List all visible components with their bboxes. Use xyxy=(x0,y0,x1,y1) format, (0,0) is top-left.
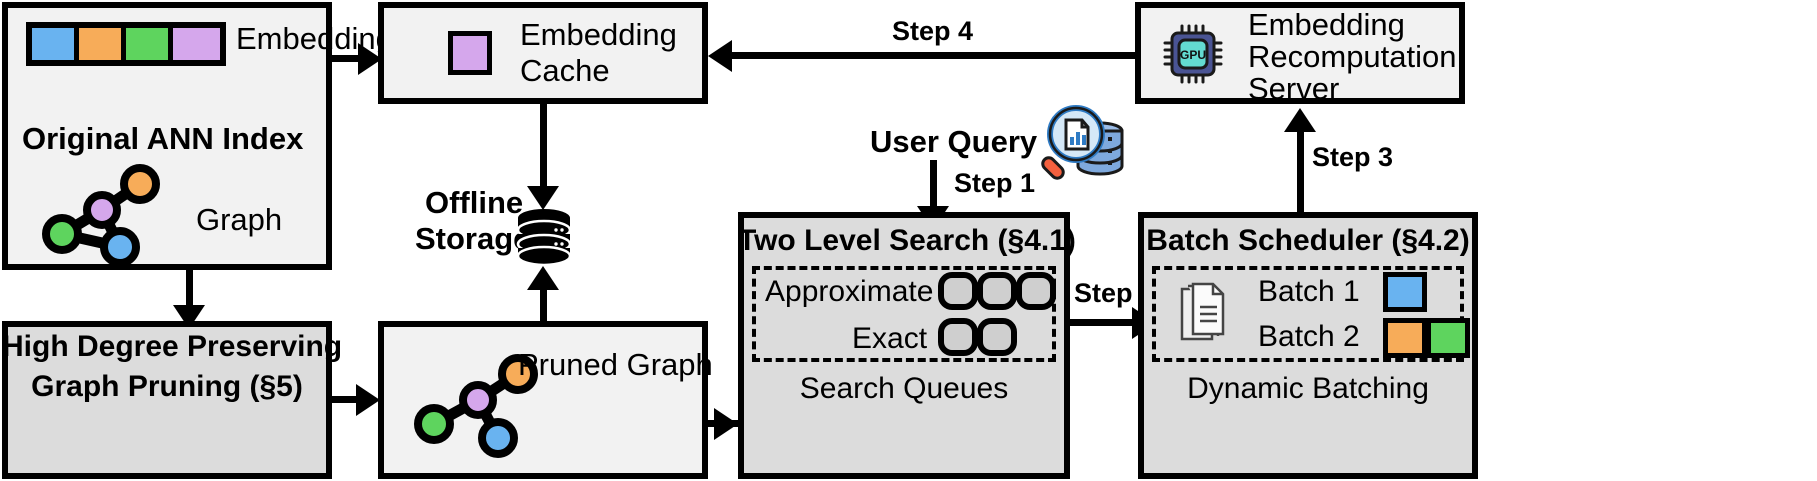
approximate-queue-slot xyxy=(938,272,978,310)
step4-label: Step 4 xyxy=(892,16,974,46)
arrow-step4-head xyxy=(708,40,732,72)
exact-queue-slot xyxy=(977,318,1017,356)
graph-pruning-title-line1: High Degree Preserving xyxy=(2,330,343,363)
exact-row-label: Exact xyxy=(852,322,928,355)
arrow-step4-shaft xyxy=(718,52,1138,59)
approximate-row-label: Approximate xyxy=(765,275,934,308)
batch-2-swatch-orange xyxy=(1383,318,1427,358)
embedding-cache-swatch-icon xyxy=(448,31,492,75)
arrow-step1-shaft xyxy=(930,160,937,212)
gpu-chip-icon: GPU xyxy=(1163,24,1225,84)
embedding-cache-title-line1: Embedding xyxy=(520,17,677,52)
embedding-cache-title-line2: Cache xyxy=(520,53,610,88)
arrow-step3-head xyxy=(1284,108,1316,132)
recomputation-server-line2: Recomputation xyxy=(1248,39,1457,74)
recomputation-server-line1: Embedding xyxy=(1248,7,1405,42)
user-query-label: User Query xyxy=(870,124,1038,159)
pruned-graph-box xyxy=(378,321,708,479)
query-search-database-icon xyxy=(1041,104,1130,182)
recomputation-server-line3: Server xyxy=(1248,71,1340,106)
arrow-pruned-to-storage-head xyxy=(527,266,559,290)
pruned-graph-icon xyxy=(408,354,544,458)
step3-label: Step 3 xyxy=(1312,142,1394,172)
arrow-pruning-to-pruned-head xyxy=(356,384,380,416)
offline-storage-label-line1: Offline xyxy=(425,185,524,220)
arrow-cache-to-storage-shaft xyxy=(540,104,547,190)
approximate-queue-slot xyxy=(977,272,1017,310)
documents-icon xyxy=(1178,282,1232,345)
arrow-pruned-to-search-head xyxy=(714,408,738,440)
dynamic-batching-footer: Dynamic Batching xyxy=(1187,372,1429,405)
two-level-search-title: Two Level Search (§4.1) xyxy=(738,224,1076,257)
step1-label: Step 1 xyxy=(954,168,1036,198)
batch-2-label: Batch 2 xyxy=(1258,320,1360,353)
arrow-index-to-cache-shaft xyxy=(332,55,372,62)
embedding-cache-box xyxy=(378,2,708,104)
search-queues-footer: Search Queues xyxy=(799,372,1009,405)
batch-1-label: Batch 1 xyxy=(1258,275,1360,308)
arrow-step3-shaft xyxy=(1297,130,1304,212)
batch-1-swatch-blue xyxy=(1383,272,1427,312)
database-icon xyxy=(516,208,572,267)
embedding-vector-icon xyxy=(26,22,226,66)
arrow-index-to-pruning-shaft xyxy=(186,270,193,310)
arrow-pruned-to-storage-shaft xyxy=(540,276,547,322)
arrow-cache-to-storage-head xyxy=(527,186,559,210)
offline-storage-label-line2: Storage xyxy=(415,221,531,256)
graph-pruning-title-line2: Graph Pruning (§5) xyxy=(31,370,303,403)
svg-text:GPU: GPU xyxy=(1180,48,1206,62)
batch-scheduler-title: Batch Scheduler (§4.2) xyxy=(1146,224,1470,257)
pruned-graph-label: Pruned Graph xyxy=(518,347,713,382)
batch-2-swatch-green xyxy=(1426,318,1470,358)
search-queues-group xyxy=(752,266,1056,362)
original-ann-index-title: Original ANN Index xyxy=(22,121,304,156)
graph-pruning-box xyxy=(2,321,332,479)
approximate-queue-slot xyxy=(1016,272,1056,310)
arrow-step2-shaft xyxy=(1070,319,1156,326)
arrow-pruning-to-pruned-shaft xyxy=(332,396,368,403)
original-graph-icon xyxy=(36,164,166,267)
dynamic-batching-group xyxy=(1152,266,1464,362)
exact-queue-slot xyxy=(938,318,978,356)
graph-label: Graph xyxy=(196,202,283,237)
